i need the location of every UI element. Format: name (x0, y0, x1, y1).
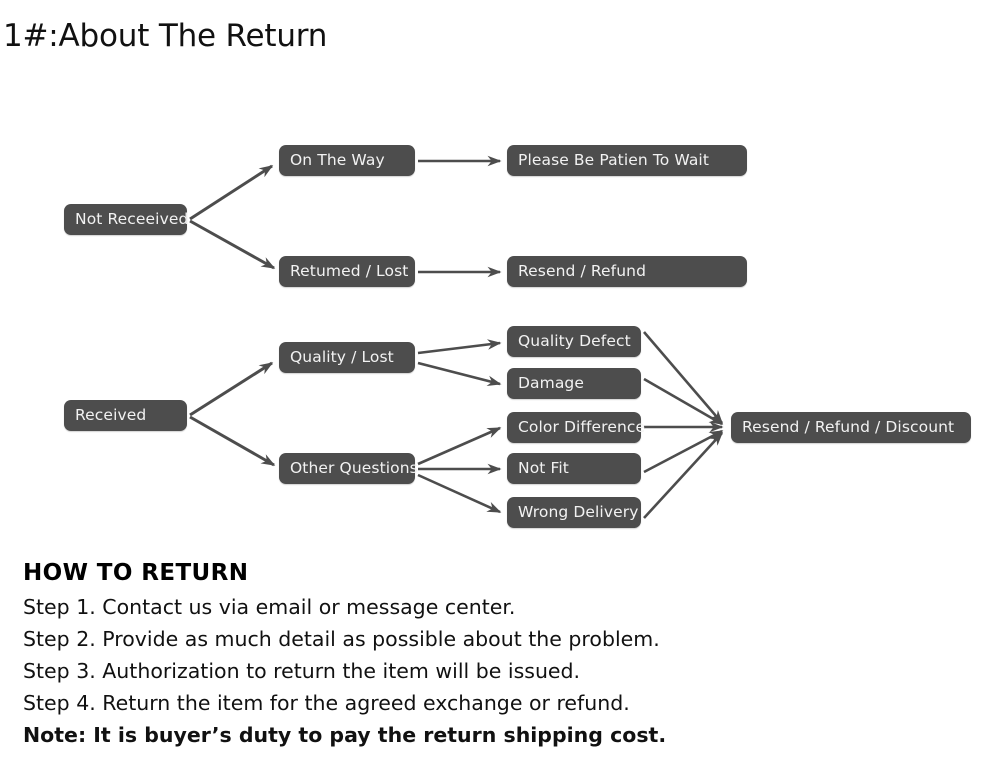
page-title: 1#:About The Return (3, 18, 328, 54)
edge-received-to-other-questions (189, 415, 276, 467)
how-to-return-section: HOW TO RETURN Step 1. Contact us via ema… (23, 560, 923, 751)
node-resend-refund-discount[interactable]: Resend / Refund / Discount (731, 412, 971, 443)
node-label: Damage (518, 373, 585, 392)
edge-other-questions-to-color-difference (417, 426, 502, 466)
edge-received-to-quality-lost (189, 361, 274, 417)
node-label: Other Questions (290, 458, 418, 477)
node-label: Not Fit (518, 458, 569, 477)
return-process-flowchart: Not Receeived On The Way Please Be Patie… (0, 120, 1000, 550)
node-not-fit[interactable]: Not Fit (507, 453, 641, 484)
return-step-3: Step 3. Authorization to return the item… (23, 659, 581, 684)
edge-quality-lost-to-quality-defect (417, 339, 502, 355)
node-damage[interactable]: Damage (507, 368, 641, 399)
node-not-received[interactable]: Not Receeived (64, 204, 189, 235)
node-label: Resend / Refund (518, 261, 647, 280)
node-label: Quality / Lost (290, 347, 394, 366)
return-note: Note: It is buyer’s duty to pay the retu… (23, 723, 667, 748)
node-label: Resend / Refund / Discount (742, 417, 955, 436)
return-step-2: Step 2. Provide as much detail as possib… (23, 627, 660, 652)
node-returned-lost[interactable]: Retumed / Lost (279, 256, 415, 287)
node-label: On The Way (290, 150, 385, 169)
edge-quality-lost-to-damage (417, 361, 502, 387)
return-step-1: Step 1. Contact us via email or message … (23, 595, 516, 620)
node-quality-lost[interactable]: Quality / Lost (279, 342, 415, 373)
node-label: Retumed / Lost (290, 261, 409, 280)
edge-not-fit-to-resend-refund-discount (643, 429, 724, 474)
edge-not-received-to-on-the-way (189, 164, 274, 221)
flowchart-arrows-layer (189, 155, 724, 519)
node-label: Received (75, 405, 147, 424)
node-label: Color Difference (518, 417, 646, 436)
edge-not-received-to-returned-lost (189, 219, 276, 270)
node-on-the-way[interactable]: On The Way (279, 145, 415, 176)
node-resend-refund[interactable]: Resend / Refund (507, 256, 747, 287)
node-label: Quality Defect (518, 331, 631, 350)
node-please-be-patien-to-wait[interactable]: Please Be Patien To Wait (507, 145, 747, 176)
node-quality-defect[interactable]: Quality Defect (507, 326, 641, 357)
node-label: Not Receeived (75, 209, 189, 228)
edge-quality-defect-to-resend-refund-discount (643, 331, 723, 425)
edge-other-questions-to-wrong-delivery (417, 473, 502, 514)
node-wrong-delivery[interactable]: Wrong Delivery (507, 497, 641, 528)
edge-wrong-delivery-to-resend-refund-discount (643, 431, 724, 519)
node-label: Please Be Patien To Wait (518, 150, 710, 169)
how-to-return-heading: HOW TO RETURN (23, 560, 249, 586)
node-label: Wrong Delivery (518, 502, 639, 521)
return-step-4: Step 4. Return the item for the agreed e… (23, 691, 630, 716)
node-received[interactable]: Received (64, 400, 187, 431)
edge-damage-to-resend-refund-discount (643, 377, 724, 426)
node-other-questions[interactable]: Other Questions (279, 453, 418, 484)
node-color-difference[interactable]: Color Difference (507, 412, 645, 443)
